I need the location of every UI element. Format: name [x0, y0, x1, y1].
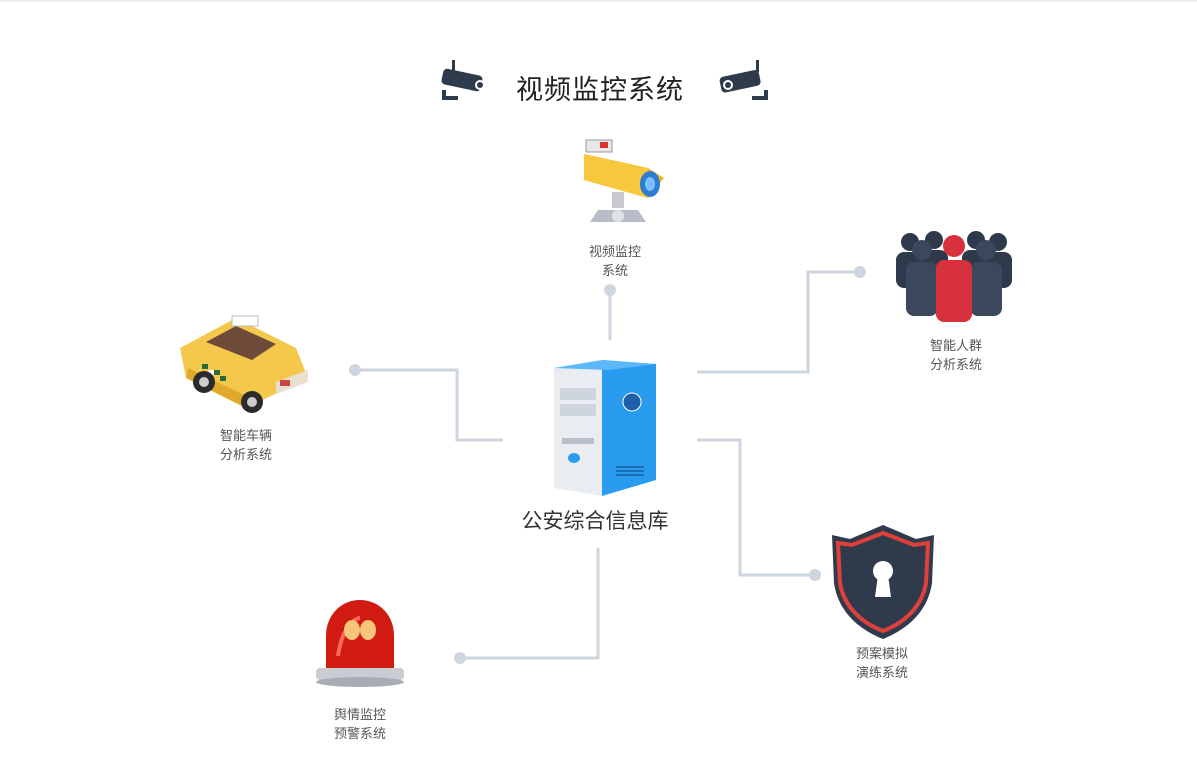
- connector-dot-video: [604, 284, 616, 296]
- alarm-label-line2: 预警系统: [333, 727, 386, 742]
- vehicle-label-line2: 分析系统: [219, 448, 272, 463]
- connector-plan: [697, 438, 815, 577]
- alarm-node-label: 舆情监控 预警系统: [300, 706, 420, 744]
- video-label-line2: 系统: [601, 264, 628, 279]
- center-label: 公安综合信息库: [521, 509, 669, 533]
- plan-label-line1: 预案模拟: [855, 647, 908, 662]
- crowd-icon: [896, 231, 1012, 322]
- plan-label-line2: 演练系统: [855, 666, 908, 681]
- connector-dot-vehicle: [349, 364, 361, 376]
- crowd-node-label: 智能人群 分析系统: [896, 337, 1016, 375]
- shield-lock-icon: [832, 525, 934, 639]
- cctv-camera-icon-left: [441, 60, 485, 100]
- connector-alarm: [460, 548, 600, 660]
- video-node-label: 视频监控 系统: [555, 243, 675, 281]
- connector-dot-plan: [809, 569, 821, 581]
- vehicle-node-label: 智能车辆 分析系统: [186, 427, 306, 465]
- surveillance-camera-icon: [584, 139, 664, 222]
- connector-dot-crowd: [854, 266, 866, 278]
- siren-icon: [316, 600, 404, 687]
- connector-dot-alarm: [454, 652, 466, 664]
- cctv-camera-icon-right: [719, 60, 768, 100]
- video-label-line1: 视频监控: [588, 245, 641, 260]
- server-icon: [554, 360, 656, 496]
- taxi-icon: [180, 315, 308, 413]
- page-title: 视频监控系统: [516, 75, 684, 106]
- vehicle-label-line1: 智能车辆: [219, 429, 272, 444]
- title-row: 视频监控系统: [0, 58, 1197, 112]
- connector-vehicle: [355, 368, 503, 442]
- connector-crowd: [697, 270, 860, 374]
- crowd-label-line2: 分析系统: [929, 358, 982, 373]
- plan-node-label: 预案模拟 演练系统: [822, 645, 942, 683]
- alarm-label-line1: 舆情监控: [333, 708, 386, 723]
- top-divider: [0, 0, 1197, 3]
- crowd-label-line1: 智能人群: [929, 339, 982, 354]
